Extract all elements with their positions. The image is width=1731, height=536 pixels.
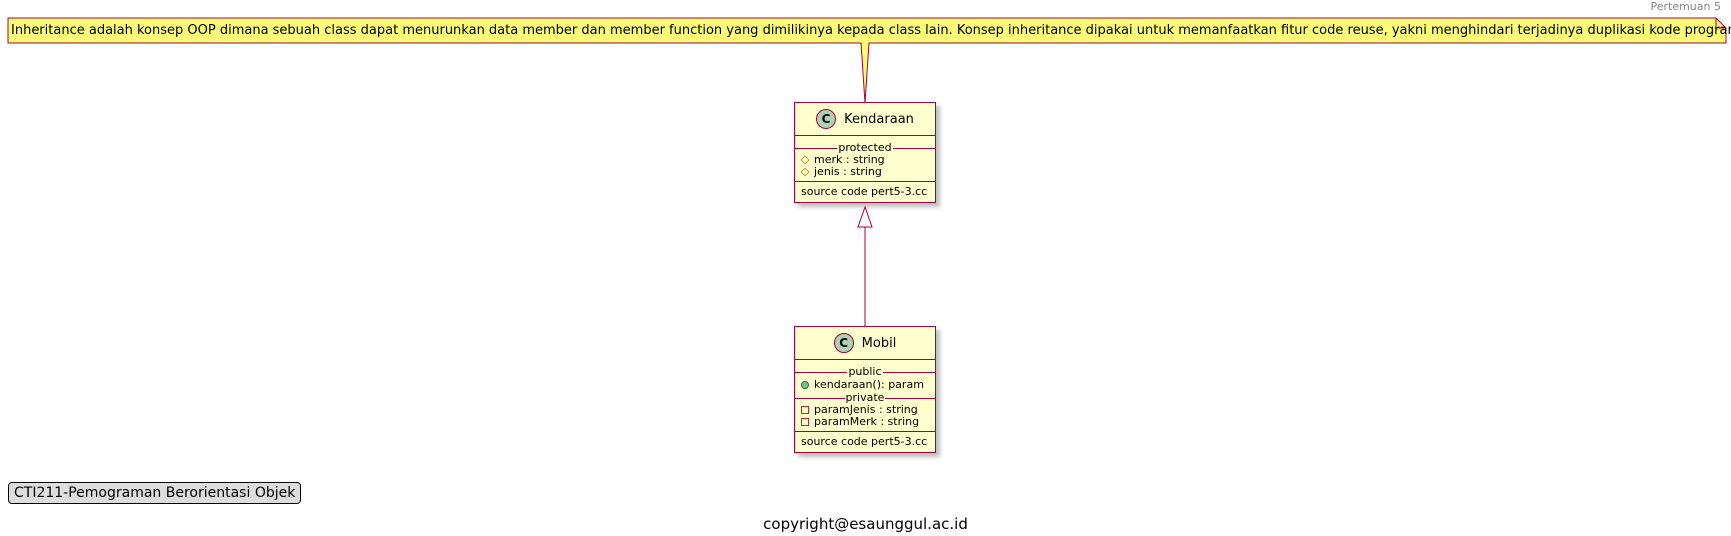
member-text: kendaraan(): param	[814, 378, 924, 391]
private-icon	[801, 418, 809, 426]
section-label: private	[844, 391, 886, 404]
class-icon: C	[816, 109, 837, 129]
class-kendaraan-header: C Kendaraan	[795, 103, 935, 136]
member-text: paramJenis : string	[814, 403, 918, 416]
member-merk: merk : string	[795, 154, 935, 166]
public-icon	[801, 381, 809, 389]
section-label: public	[847, 365, 883, 378]
section-protected: protected	[795, 141, 935, 154]
member-jenis: jenis : string	[795, 166, 935, 178]
member-paramjenis: paramJenis : string	[795, 404, 935, 416]
member-kendaraan: kendaraan(): param	[795, 378, 935, 392]
legend: CTI211-Pemograman Berorientasi Objek	[8, 482, 302, 504]
protected-icon	[800, 155, 810, 165]
member-text: merk : string	[814, 153, 885, 166]
member-parammerk: paramMerk : string	[795, 416, 935, 428]
footer: copyright@esaunggul.ac.id	[763, 515, 968, 533]
class-footer: source code pert5-3.cc	[795, 181, 935, 202]
note-shape	[7, 17, 1727, 104]
class-footer: source code pert5-3.cc	[795, 431, 935, 452]
header-text: Pertemuan 5	[1650, 0, 1721, 13]
note-fold	[1715, 18, 1726, 29]
note-text: Inheritance adalah konsep OOP dimana seb…	[11, 23, 1731, 38]
class-mobil[interactable]: C Mobil public kendaraan(): param privat…	[794, 326, 936, 453]
inheritance-arrowhead	[857, 205, 873, 228]
section-public: public	[795, 365, 935, 378]
class-name: Mobil	[861, 335, 897, 351]
protected-icon	[800, 167, 810, 177]
section-private: private	[795, 391, 935, 404]
class-kendaraan[interactable]: C Kendaraan protected merk : string jeni…	[794, 102, 936, 203]
member-text: jenis : string	[814, 165, 882, 178]
class-icon: C	[833, 333, 854, 353]
private-icon	[801, 406, 809, 414]
section-label: protected	[837, 141, 893, 154]
note: Inheritance adalah konsep OOP dimana seb…	[8, 18, 1731, 43]
class-mobil-header: C Mobil	[795, 327, 935, 360]
member-text: paramMerk : string	[814, 415, 920, 428]
class-name: Kendaraan	[844, 111, 914, 127]
